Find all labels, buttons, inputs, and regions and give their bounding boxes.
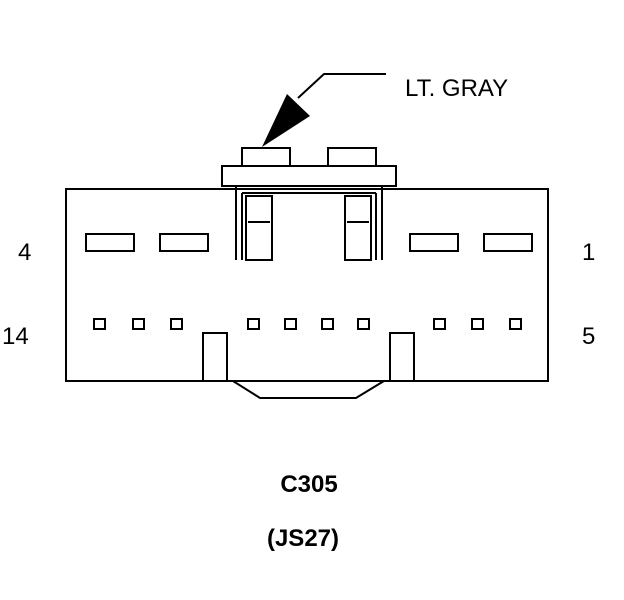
pin-label-bottom-left: 14	[2, 323, 29, 350]
latch-slot-right	[344, 195, 372, 261]
connector-body	[65, 188, 549, 382]
latch-slot-left	[245, 195, 273, 261]
key-left	[202, 332, 228, 382]
lock-tab-left	[241, 147, 291, 167]
cavity-pin-6	[471, 318, 484, 330]
pin-label-top-left: 4	[18, 239, 31, 266]
cavity-pin-8	[357, 318, 370, 330]
wire-color-pointer	[262, 73, 386, 147]
lock-tab-right	[327, 147, 377, 167]
cavity-pin-4	[85, 233, 135, 252]
cavity-pin-5	[509, 318, 522, 330]
center-latch	[235, 187, 383, 261]
cavity-pin-12	[170, 318, 183, 330]
pin-label-bottom-right: 5	[582, 323, 595, 350]
cavity-pin-14	[93, 318, 106, 330]
leader-line	[297, 73, 386, 99]
cavity-pin-7	[433, 318, 446, 330]
bottom-skirt	[232, 380, 385, 399]
cavity-pin-11	[247, 318, 260, 330]
connector-id-label: C305	[280, 471, 337, 498]
cavity-pin-13	[132, 318, 145, 330]
cavity-pin-2	[409, 233, 459, 252]
cavity-pin-9	[321, 318, 334, 330]
cavity-pin-3	[159, 233, 209, 252]
cavity-pin-10	[284, 318, 297, 330]
key-right	[389, 332, 415, 382]
connector-code-label: (JS27)	[267, 525, 339, 552]
upper-cavities	[85, 233, 533, 252]
pin-label-top-right: 1	[582, 239, 595, 266]
lock-bar	[221, 165, 397, 187]
lower-cavities	[93, 318, 522, 330]
cavity-pin-1	[483, 233, 533, 252]
wire-color-label: LT. GRAY	[405, 75, 508, 102]
bottom-keys	[202, 332, 415, 399]
arrow-head	[262, 94, 310, 147]
lock-tabs	[221, 147, 397, 187]
